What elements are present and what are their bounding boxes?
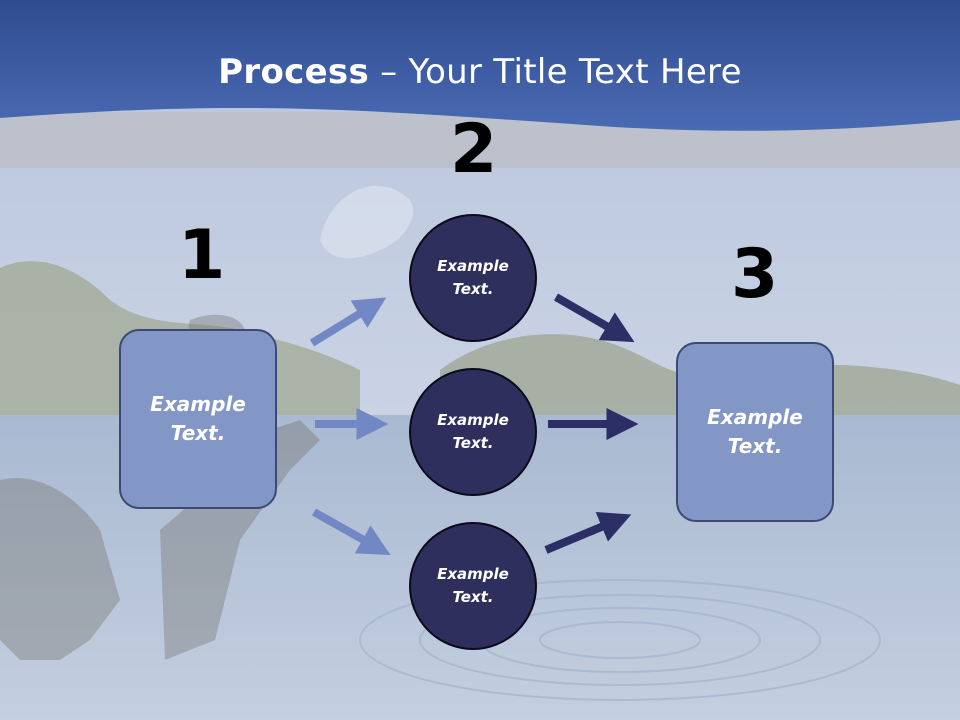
title-rest: – Your Title Text Here xyxy=(369,52,742,92)
title-bold: Process xyxy=(218,52,370,92)
slide-title: Process – Your Title Text Here xyxy=(0,52,960,92)
circle-middle-line2: Text. xyxy=(452,434,494,452)
circle-middle-line1: Example xyxy=(437,411,509,429)
step-number-2: 2 xyxy=(450,110,498,189)
circle-top-line1: Example xyxy=(437,257,509,275)
arrow-left-up xyxy=(309,297,387,347)
step-1-text-line2: Text. xyxy=(170,421,226,445)
step-3-text-line1: Example xyxy=(707,405,803,429)
circle-bottom-line1: Example xyxy=(437,565,509,583)
circle-bottom-line2: Text. xyxy=(452,588,494,606)
step-number-3: 3 xyxy=(731,235,779,314)
circle-top-line2: Text. xyxy=(452,280,494,298)
arrow-left-down xyxy=(312,508,391,556)
step-3-text-line2: Text. xyxy=(727,434,783,458)
step-number-1: 1 xyxy=(178,216,226,295)
arrow-right-up xyxy=(544,512,632,554)
arrow-right-down xyxy=(554,293,635,343)
step-1-text-line1: Example xyxy=(150,392,246,416)
